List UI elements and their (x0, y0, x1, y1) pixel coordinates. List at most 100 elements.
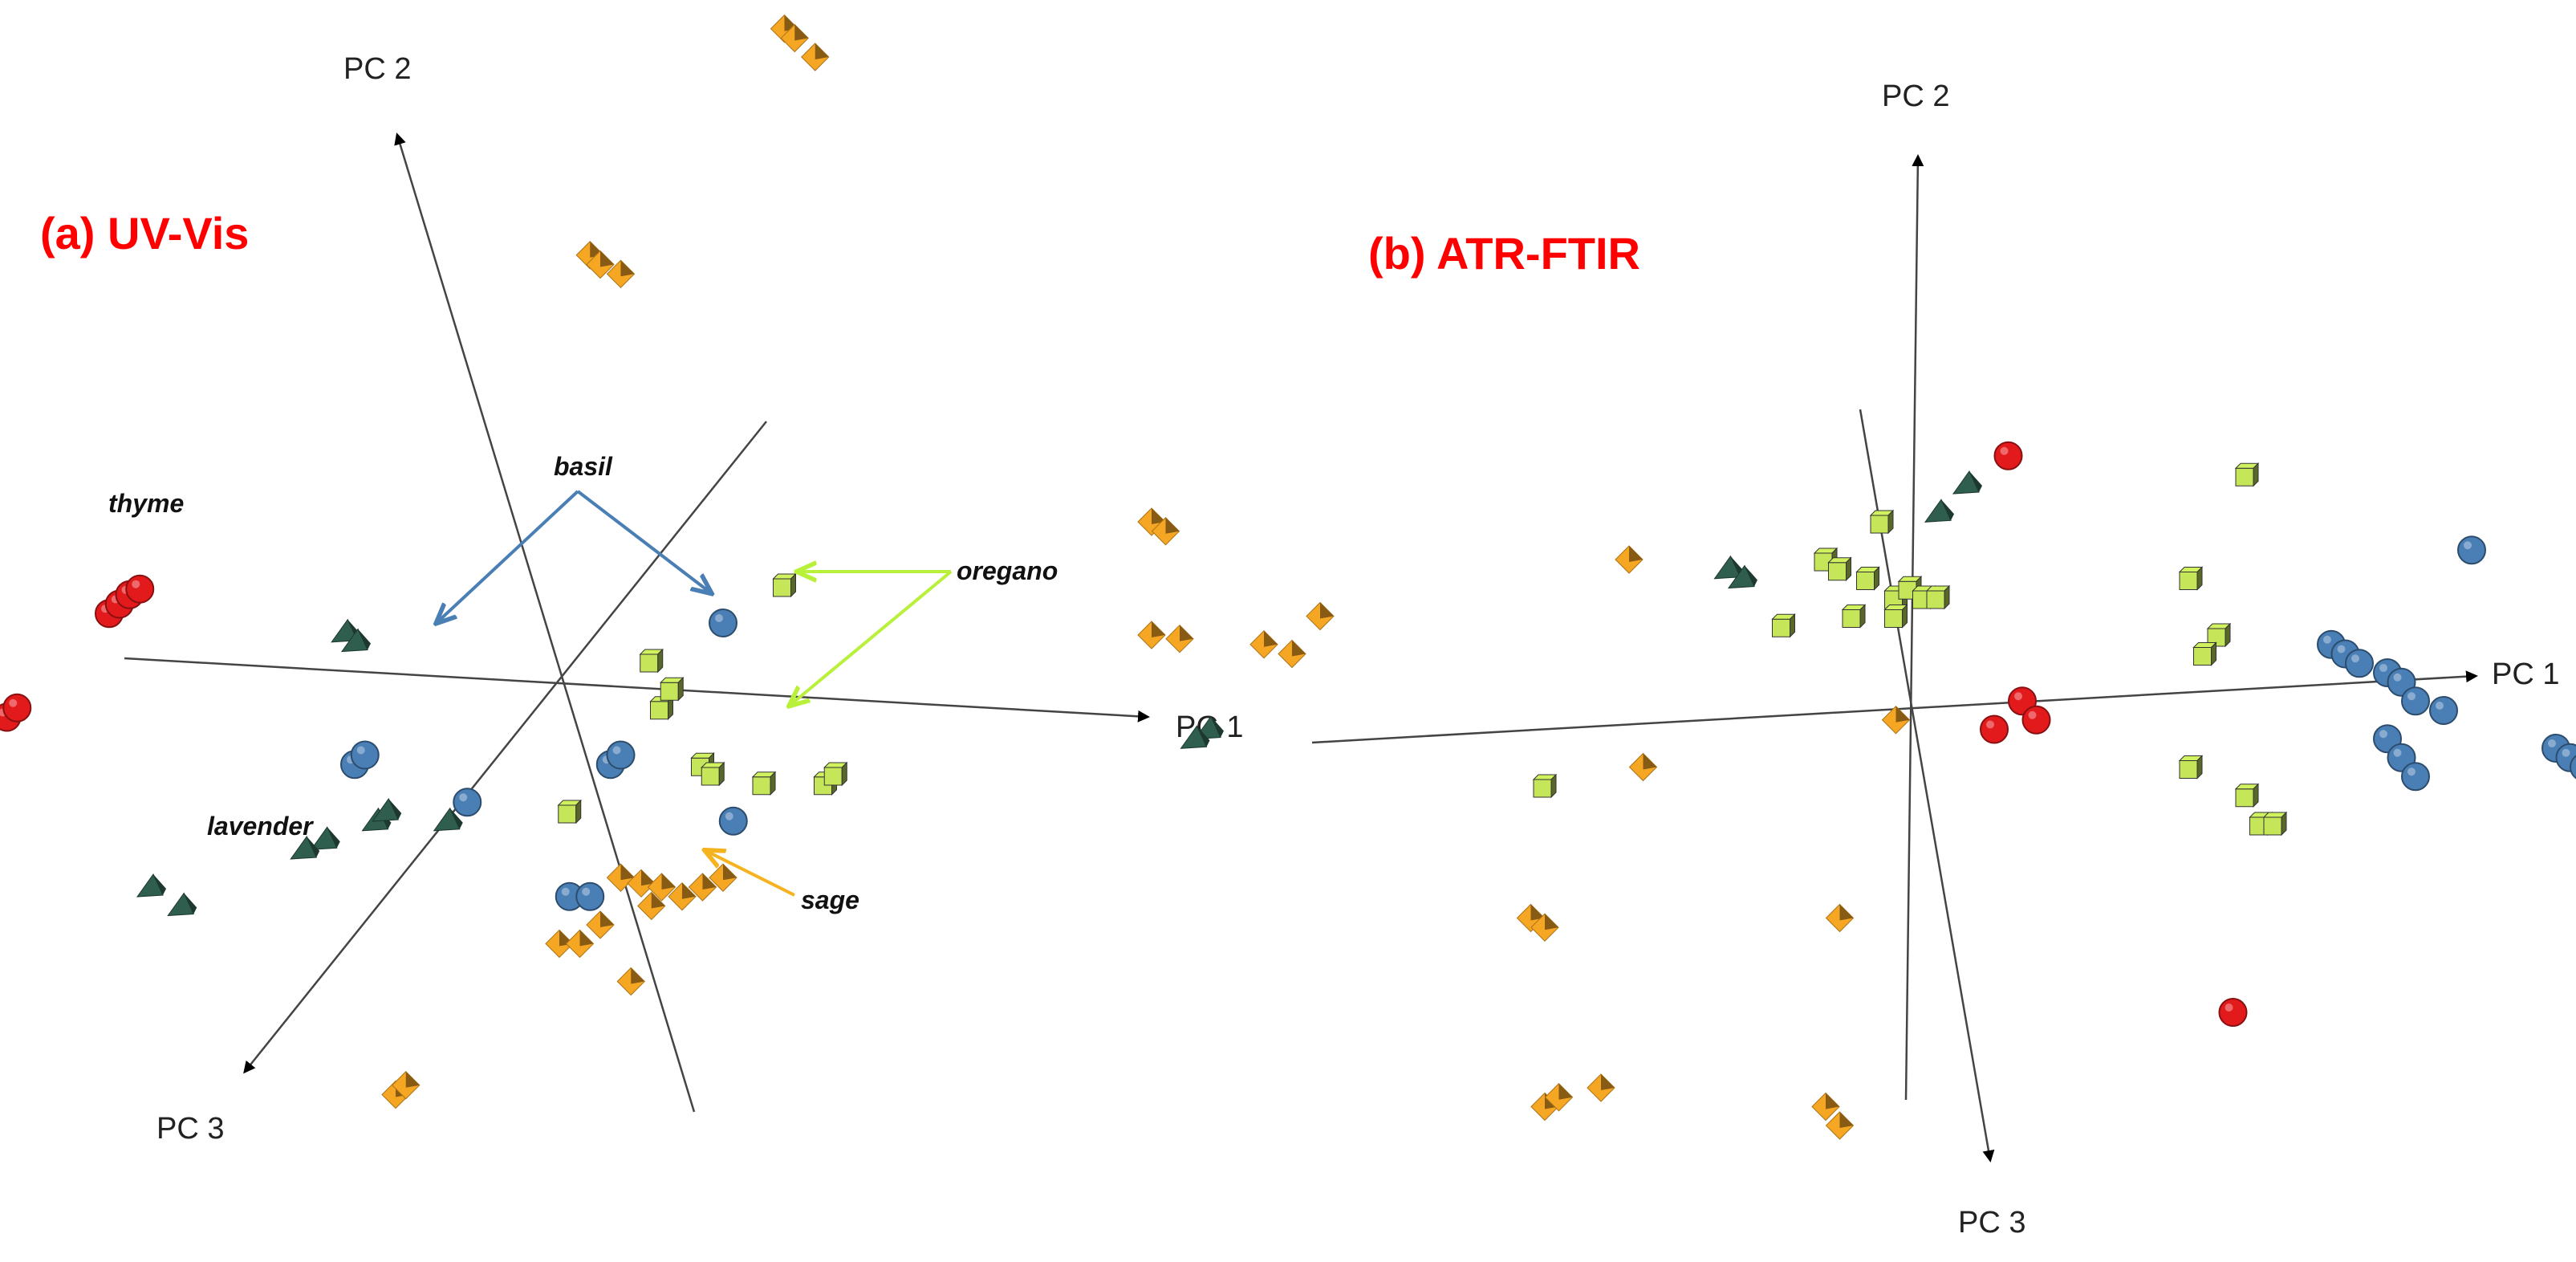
point-sage-b-15 (1587, 1073, 1615, 1102)
point-sage-a-4 (688, 873, 717, 902)
point-oregano-a-1 (639, 648, 664, 674)
sage-arrow (706, 851, 795, 897)
point-basil-a-2 (453, 788, 482, 817)
point-oregano-a-9 (823, 761, 848, 787)
point-sage-b-3 (1165, 624, 1194, 653)
panel-b-points (1137, 441, 2576, 1140)
point-oregano-b-11 (1883, 604, 1908, 629)
panel-b-pc1-label: PC 1 (2492, 657, 2559, 691)
point-sage-a-1 (627, 869, 656, 898)
point-oregano-a-3 (660, 677, 685, 702)
point-lavender-a-4 (310, 826, 340, 850)
point-lavender-b-3 (1727, 564, 1757, 589)
point-sage-a-12 (392, 1071, 421, 1100)
panel-a-pc3-label: PC 3 (156, 1112, 224, 1146)
point-sage-b-1 (1151, 517, 1180, 546)
point-basil-b-3 (2345, 649, 2374, 678)
point-oregano-b-12 (2178, 566, 2204, 591)
panel-b-pc3-label: PC 3 (1958, 1206, 2025, 1240)
point-sage-a-14 (586, 250, 615, 279)
point-oregano-b-0 (2234, 462, 2260, 487)
point-sage-b-16 (1811, 1092, 1840, 1122)
point-sage-b-7 (1615, 545, 1644, 574)
point-sage-a-18 (801, 43, 830, 71)
point-oregano-a-7 (772, 572, 797, 598)
panel-b-pc2-label: PC 2 (1882, 79, 1949, 113)
point-basil-a-1 (350, 740, 380, 770)
point-lavender-b-5 (1952, 470, 1982, 495)
basil-arrow-left (437, 490, 579, 622)
point-sage-b-14 (1544, 1083, 1574, 1112)
point-basil-b-0 (2457, 535, 2486, 565)
point-basil-a-6 (718, 806, 748, 836)
point-oregano-b-3 (1827, 556, 1852, 581)
point-sage-a-15 (606, 259, 636, 288)
point-sage-b-4 (1249, 630, 1278, 659)
point-oregano-a-5 (701, 761, 725, 787)
point-sage-b-8 (1628, 752, 1658, 782)
point-oregano-b-18 (2262, 811, 2288, 837)
point-sage-a-3 (668, 882, 697, 911)
point-oregano-b-2 (1813, 547, 1839, 572)
point-oregano-b-16 (2234, 783, 2260, 808)
point-sage-b-2 (1137, 621, 1166, 649)
point-oregano-b-19 (1532, 773, 1558, 799)
panel-b: (b) ATR-FTIR PC 1 PC 2 PC 3 (1137, 79, 2576, 1240)
oregano-label: oregano (957, 556, 1058, 585)
point-thyme-b-3 (1980, 714, 2009, 744)
panel-a: (a) UV-Vis PC 1 PC 2 PC 3 thyme basil or… (0, 14, 1243, 1146)
sage-label: sage (801, 885, 859, 914)
point-thyme-b-4 (2218, 998, 2248, 1027)
point-oregano-b-4 (1855, 566, 1880, 591)
point-sage-b-12 (1825, 903, 1855, 933)
point-lavender-a-1 (340, 628, 371, 653)
point-sage-a-5 (709, 863, 737, 892)
point-lavender-a-7 (136, 873, 166, 898)
point-sage-b-9 (1881, 706, 1911, 735)
point-oregano-b-10 (1771, 613, 1796, 638)
point-oregano-b-14 (2192, 641, 2217, 666)
point-basil-a-8 (575, 881, 605, 911)
point-oregano-a-0 (557, 799, 582, 824)
point-lavender-a-6 (167, 892, 197, 917)
point-thyme-b-2 (2021, 705, 2051, 735)
point-sage-a-6 (637, 891, 666, 921)
panel-a-pc1-axis (124, 657, 1150, 723)
panel-a-title: (a) UV-Vis (40, 208, 249, 259)
point-oregano-b-6 (1841, 604, 1867, 629)
point-lavender-a-5 (290, 836, 320, 860)
point-basil-b-10 (2401, 762, 2430, 792)
panel-a-pc2-label: PC 2 (343, 52, 411, 86)
thyme-label: thyme (108, 489, 184, 518)
panel-b-pc3-axis (1859, 409, 1995, 1162)
basil-arrow-right (576, 490, 710, 592)
point-basil-a-7 (555, 881, 584, 911)
point-basil-a-5 (709, 609, 737, 637)
point-basil-b-13 (2570, 755, 2576, 780)
basil-label: basil (554, 452, 613, 481)
point-sage-a-7 (586, 910, 615, 939)
point-oregano-a-6 (751, 771, 777, 796)
lavender-label: lavender (207, 812, 314, 841)
point-thyme-b-0 (1993, 441, 2023, 470)
point-lavender-a-8 (433, 807, 463, 832)
point-sage-a-0 (606, 863, 636, 892)
point-oregano-b-15 (2178, 755, 2204, 780)
point-oregano-b-1 (1869, 509, 1895, 535)
point-basil-b-6 (2401, 686, 2430, 716)
panel-a-points (0, 14, 848, 1109)
point-basil-b-7 (2429, 696, 2458, 725)
point-basil-a-4 (606, 740, 636, 770)
point-oregano-b-13 (2206, 622, 2232, 648)
point-lavender-a-3 (372, 798, 402, 822)
panel-a-pc3-axis (243, 421, 767, 1074)
point-lavender-b-1 (1180, 725, 1210, 749)
point-sage-b-11 (1530, 913, 1559, 942)
point-thyme-a-5 (2, 693, 32, 723)
point-sage-a-10 (616, 967, 645, 996)
point-thyme-a-3 (125, 574, 155, 604)
point-sage-b-17 (1825, 1111, 1855, 1140)
point-sage-a-17 (780, 23, 809, 53)
point-sage-a-9 (565, 929, 595, 959)
